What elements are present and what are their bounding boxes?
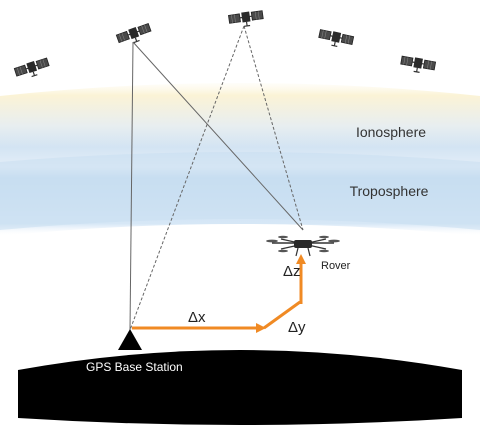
signal-line-sat1-base	[129, 41, 134, 331]
triangle-antenna-icon	[118, 329, 142, 350]
satellite-icon	[399, 54, 437, 76]
satellite-icon	[227, 9, 265, 29]
signal-line-sat2-rover	[243, 25, 304, 231]
drone-icon	[266, 235, 340, 257]
dy-vector	[263, 300, 301, 330]
base-station-label: GPS Base Station	[86, 360, 183, 374]
signal-line-sat2-base	[129, 25, 245, 331]
ionosphere-label: Ionosphere	[356, 124, 426, 140]
ground	[18, 350, 462, 425]
troposphere-label: Troposphere	[350, 183, 429, 199]
dx-label: Δx	[188, 309, 206, 326]
satellite-icon	[13, 56, 52, 82]
dx-arrowhead	[256, 323, 266, 333]
satellite-icon	[317, 27, 355, 50]
signal-lines	[129, 25, 304, 331]
dy-label: Δy	[288, 319, 306, 336]
signal-line-sat1-rover	[132, 41, 304, 231]
dz-label: Δz	[283, 263, 301, 280]
dz-arrowhead	[296, 254, 306, 264]
baseline-vectors	[132, 254, 306, 333]
rover-label: Rover	[321, 260, 351, 272]
troposphere-band	[0, 152, 480, 230]
